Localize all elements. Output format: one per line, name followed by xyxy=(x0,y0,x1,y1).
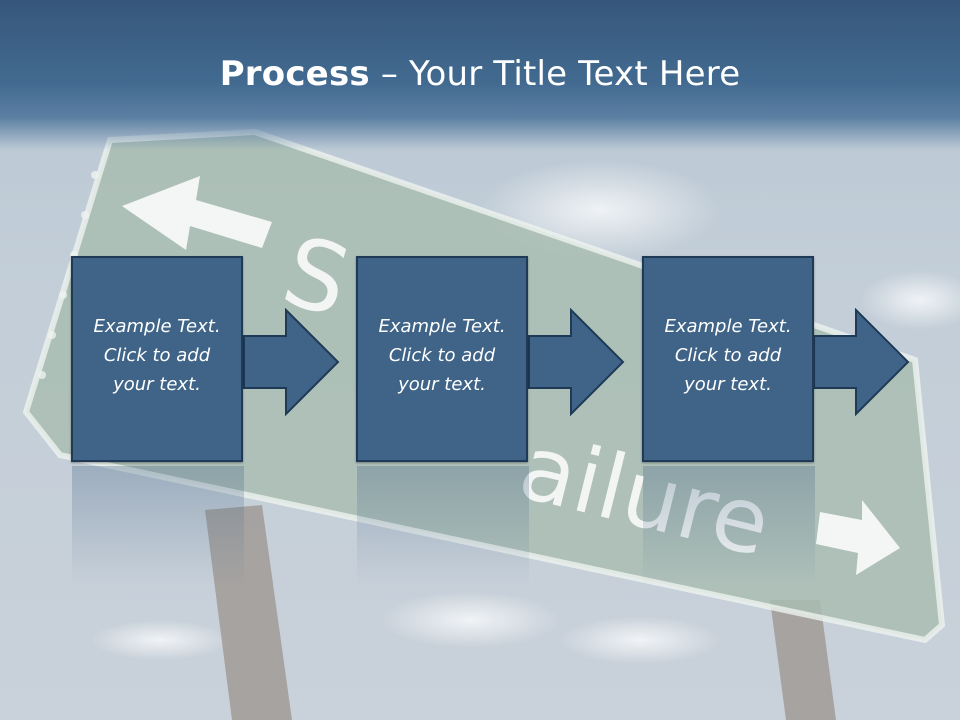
step-box xyxy=(356,256,528,462)
right-arrow-icon xyxy=(813,308,910,417)
step-text[interactable]: Example Text. Click to add your text. xyxy=(356,312,528,399)
process-step-3[interactable]: Example Text. Click to add your text. xyxy=(642,256,818,466)
step-text[interactable]: Example Text. Click to add your text. xyxy=(71,312,243,399)
step-text-line: Example Text. xyxy=(93,316,221,337)
step-text-line: Click to add xyxy=(388,345,496,366)
step-text[interactable]: Example Text. Click to add your text. xyxy=(642,312,814,399)
step-text-line: your text. xyxy=(398,374,486,395)
step-text-line: Example Text. xyxy=(378,316,506,337)
title-rest: – Your Title Text Here xyxy=(369,54,741,94)
step-text-line: Example Text. xyxy=(664,316,792,337)
step-reflection xyxy=(357,466,529,586)
step-box xyxy=(71,256,243,462)
slide-title[interactable]: Process – Your Title Text Here xyxy=(0,54,960,94)
step-text-line: your text. xyxy=(684,374,772,395)
title-band xyxy=(0,0,960,150)
step-reflection xyxy=(72,466,244,586)
step-reflection xyxy=(643,466,815,586)
step-text-line: Click to add xyxy=(674,345,782,366)
right-arrow-icon xyxy=(243,308,340,417)
process-step-1[interactable]: Example Text. Click to add your text. xyxy=(71,256,247,466)
step-text-line: your text. xyxy=(113,374,201,395)
right-arrow-icon xyxy=(528,308,625,417)
step-box xyxy=(642,256,814,462)
title-bold: Process xyxy=(219,54,370,94)
step-text-line: Click to add xyxy=(103,345,211,366)
process-step-2[interactable]: Example Text. Click to add your text. xyxy=(356,256,532,466)
